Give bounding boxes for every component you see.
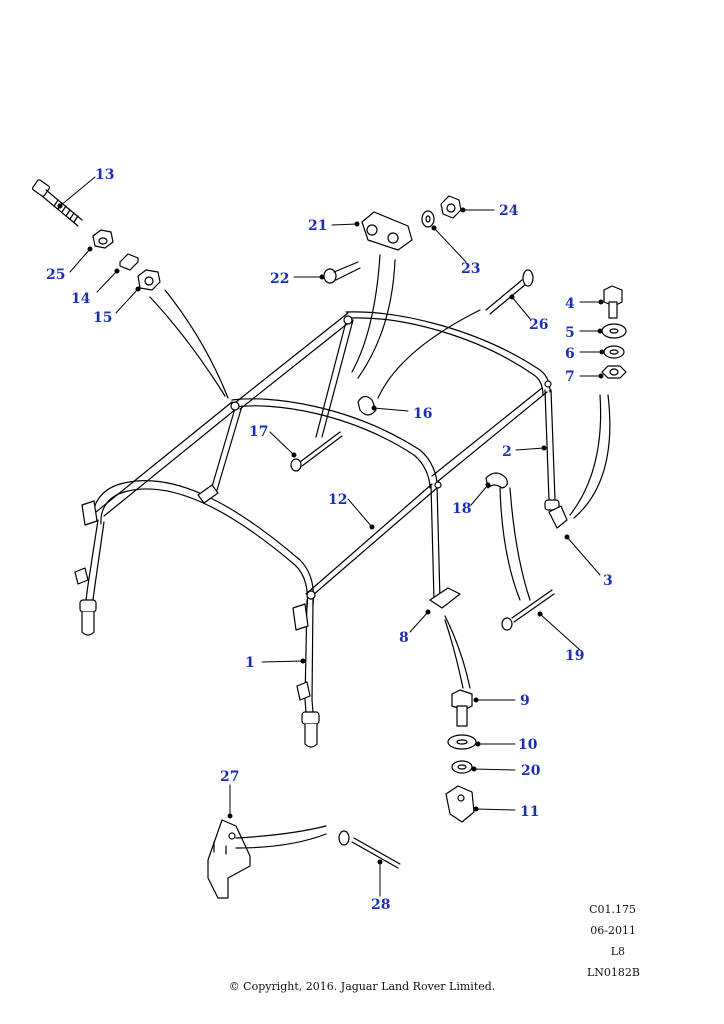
support-legs bbox=[85, 317, 556, 713]
callout-13: 13 bbox=[95, 167, 114, 183]
callout-23: 23 bbox=[461, 261, 480, 277]
callout-28: 28 bbox=[371, 897, 390, 913]
bracket-27 bbox=[207, 819, 251, 899]
callout-15: 15 bbox=[93, 310, 112, 326]
shackle-16 bbox=[357, 395, 377, 416]
nut-24 bbox=[440, 195, 462, 219]
side-rails bbox=[95, 312, 548, 596]
rivet-19 bbox=[501, 589, 555, 631]
callout-9: 9 bbox=[520, 693, 530, 709]
callout-5: 5 bbox=[565, 325, 575, 341]
issue-date: 06-2011 bbox=[590, 924, 636, 937]
washer-5 bbox=[601, 323, 627, 339]
rivet-28 bbox=[338, 830, 401, 869]
rivet-26 bbox=[485, 269, 534, 315]
callout-4: 4 bbox=[565, 296, 575, 312]
screw-22 bbox=[323, 261, 361, 284]
callout-16: 16 bbox=[413, 406, 432, 422]
drawing-id: LN0182B bbox=[586, 966, 640, 979]
callout-21: 21 bbox=[308, 218, 327, 234]
ref-code: C01.175 bbox=[589, 903, 636, 916]
bracket-11 bbox=[445, 785, 475, 823]
callout-7: 7 bbox=[565, 369, 575, 385]
callout-22: 22 bbox=[270, 271, 289, 287]
leader-lines bbox=[57, 176, 605, 897]
nut-7 bbox=[601, 365, 627, 379]
copyright-notice: © Copyright, 2016. Jaguar Land Rover Lim… bbox=[228, 980, 496, 993]
bolt-4 bbox=[603, 285, 623, 319]
callout-2: 2 bbox=[502, 444, 512, 460]
long-bolt bbox=[32, 179, 83, 227]
spring-washer-6 bbox=[603, 345, 625, 359]
callout-8: 8 bbox=[399, 630, 409, 646]
leg-feet bbox=[74, 315, 568, 748]
nut-15 bbox=[137, 269, 161, 291]
callout-17: 17 bbox=[249, 424, 268, 440]
callout-10: 10 bbox=[518, 737, 538, 753]
callout-3: 3 bbox=[603, 573, 613, 589]
group-curves bbox=[149, 254, 611, 849]
washer-23 bbox=[421, 210, 435, 228]
level-label: L8 bbox=[610, 945, 625, 958]
callout-27: 27 bbox=[220, 769, 239, 785]
callout-12: 12 bbox=[328, 492, 347, 508]
callout-18: 18 bbox=[452, 501, 471, 517]
rivet-17 bbox=[290, 431, 343, 472]
clip-18 bbox=[485, 472, 508, 489]
front-hoop bbox=[231, 311, 551, 489]
washer-10 bbox=[447, 734, 477, 750]
callout-19: 19 bbox=[565, 648, 584, 664]
clip-nut-14 bbox=[119, 253, 139, 271]
callout-26: 26 bbox=[529, 317, 548, 333]
callout-24: 24 bbox=[499, 203, 519, 219]
callout-1: 1 bbox=[245, 655, 255, 671]
callout-6: 6 bbox=[565, 346, 575, 362]
callout-25: 25 bbox=[46, 267, 65, 283]
callout-11: 11 bbox=[520, 804, 539, 820]
clamp-21 bbox=[361, 211, 413, 251]
callout-14: 14 bbox=[71, 291, 91, 307]
bolt-9 bbox=[451, 689, 473, 727]
callout-20: 20 bbox=[521, 763, 541, 779]
nut-25 bbox=[92, 229, 114, 249]
callout-labels: 1 2 3 4 5 6 7 8 9 10 11 12 13 14 15 16 1… bbox=[46, 167, 613, 913]
spring-washer-20 bbox=[451, 760, 473, 774]
